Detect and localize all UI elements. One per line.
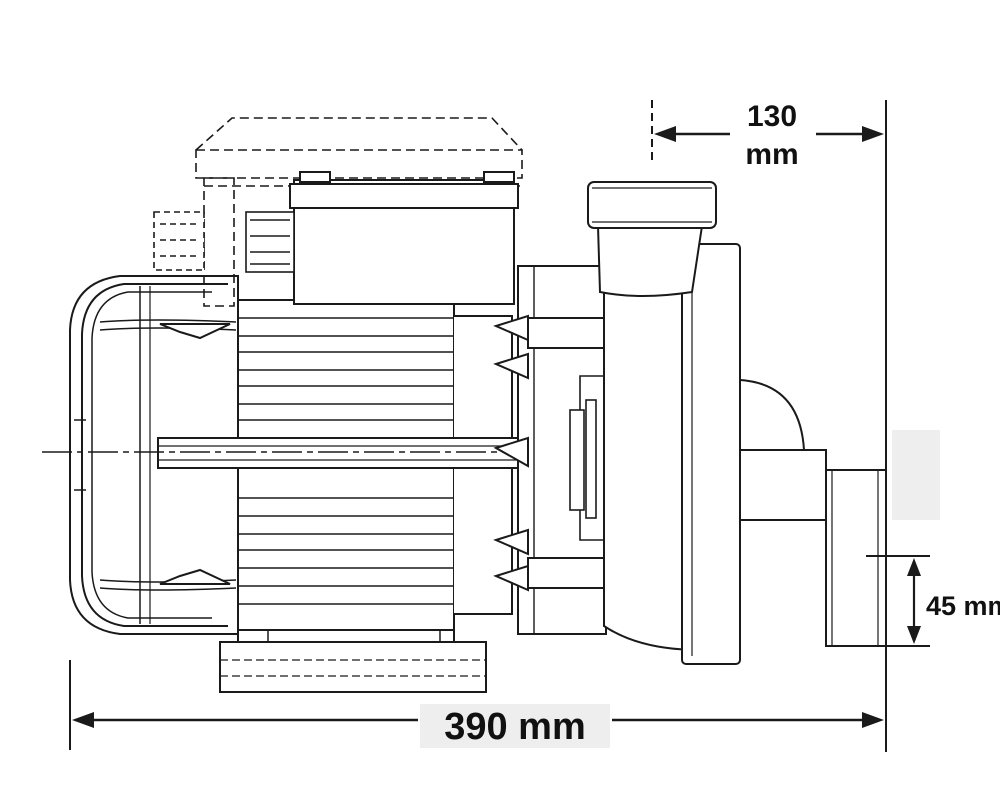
dimension-arrow-45 [907, 558, 921, 644]
dimension-130-unit: mm [745, 138, 798, 171]
dimension-arrow-130 [654, 126, 884, 142]
edge-panel [892, 430, 940, 520]
dimension-130-value: 130 [747, 100, 797, 133]
dimension-lines [69, 100, 930, 752]
inlet-port [587, 181, 717, 297]
outlet-port [825, 469, 887, 647]
dimension-arrow-390 [72, 712, 884, 728]
motor-shaft [157, 437, 529, 469]
label-bg-390 [420, 704, 610, 748]
dimension-45-label: 45 mm [926, 591, 1000, 621]
motor-base [219, 629, 487, 693]
cable-glands [153, 211, 295, 273]
dimension-390-label: 390 mm [444, 706, 586, 748]
motor-fins [238, 317, 454, 605]
pump-housing [603, 243, 741, 665]
fan-cover [69, 275, 239, 635]
volute [739, 378, 827, 521]
terminal-box [289, 171, 519, 305]
